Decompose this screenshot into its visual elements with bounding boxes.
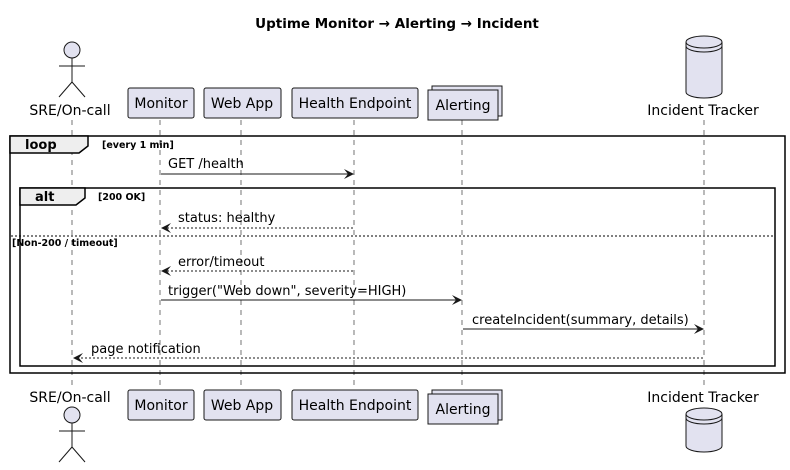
participant-alerting-top: Alerting [427,85,503,121]
participant-box [127,87,195,119]
alt-condition: [200 OK] [98,192,145,203]
messages: GET /health status: healthy error/timeou… [73,157,704,363]
participant-tracker-top: Incident Tracker [647,35,759,119]
loop-condition: [every 1 min] [102,140,174,151]
actor-leg-left-icon [58,446,73,463]
participant-health-top: Health Endpoint [291,87,419,119]
participant-webapp-top: Web App [203,87,282,119]
actor-head-icon [63,41,81,59]
database-rim [685,45,723,53]
alt-keyword: alt [35,190,54,205]
participant-label-sre: SRE/On-call [29,103,110,119]
actor-leg-right-icon [71,446,86,463]
participants-top: SRE/On-call Monitor Web App Health Endpo… [29,35,759,121]
actor-sre-bottom: SRE/On-call [29,390,111,463]
database-rim [685,413,723,421]
participant-label-monitor: Monitor [134,398,187,414]
alt-fragment: alt [200 OK] [Non-200 / timeout] [11,187,776,367]
participant-box [127,389,195,421]
actor-leg-right-icon [71,81,86,98]
participant-tracker-bottom: Incident Tracker [647,390,759,453]
message-label: error/timeout [178,255,265,270]
participant-box [203,87,282,119]
participant-label-monitor: Monitor [134,96,187,112]
lifelines [71,120,705,388]
participant-label-alerting: Alerting [436,98,491,114]
loop-fragment: loop [every 1 min] [9,135,786,374]
alt-frame [19,187,776,367]
participant-health-bottom: Health Endpoint [291,389,419,421]
participant-box [203,389,282,421]
message-label: trigger("Web down", severity=HIGH) [168,284,406,299]
participants-bottom: SRE/On-call Monitor Web App Health Endpo… [29,389,759,463]
actor-leg-left-icon [58,81,73,98]
database-icon [685,407,723,453]
participant-label-health: Health Endpoint [299,398,412,414]
database-rim [685,41,723,49]
participant-label-health: Health Endpoint [299,96,412,112]
participant-label-sre: SRE/On-call [29,390,110,406]
participant-box [427,393,499,425]
message-label: createIncident(summary, details) [472,313,689,328]
participant-alerting-bottom: Alerting [427,389,503,425]
alt-else-condition: [Non-200 / timeout] [12,238,118,249]
participant-label-tracker: Incident Tracker [647,390,759,406]
participant-monitor-top: Monitor [127,87,195,119]
actor-sre-top: SRE/On-call [29,41,111,119]
loop-keyword: loop [25,138,57,153]
loop-tab [9,135,89,154]
participant-label-alerting: Alerting [436,402,491,418]
message-label: status: healthy [178,211,276,226]
participant-monitor-bottom: Monitor [127,389,195,421]
actor-head-icon [63,406,81,424]
participant-box [291,389,419,421]
diagram-title: Uptime Monitor → Alerting → Incident [255,16,539,32]
message-label: page notification [91,342,201,357]
loop-frame [9,135,786,374]
participant-box [291,87,419,119]
participant-webapp-bottom: Web App [203,389,282,421]
participant-label-webapp: Web App [211,398,273,414]
participant-label-webapp: Web App [211,96,273,112]
message-label: GET /health [168,157,244,172]
database-icon [685,35,723,99]
alt-tab [19,187,86,206]
participant-label-tracker: Incident Tracker [647,103,759,119]
participant-box [427,89,499,121]
database-rim [685,417,723,425]
